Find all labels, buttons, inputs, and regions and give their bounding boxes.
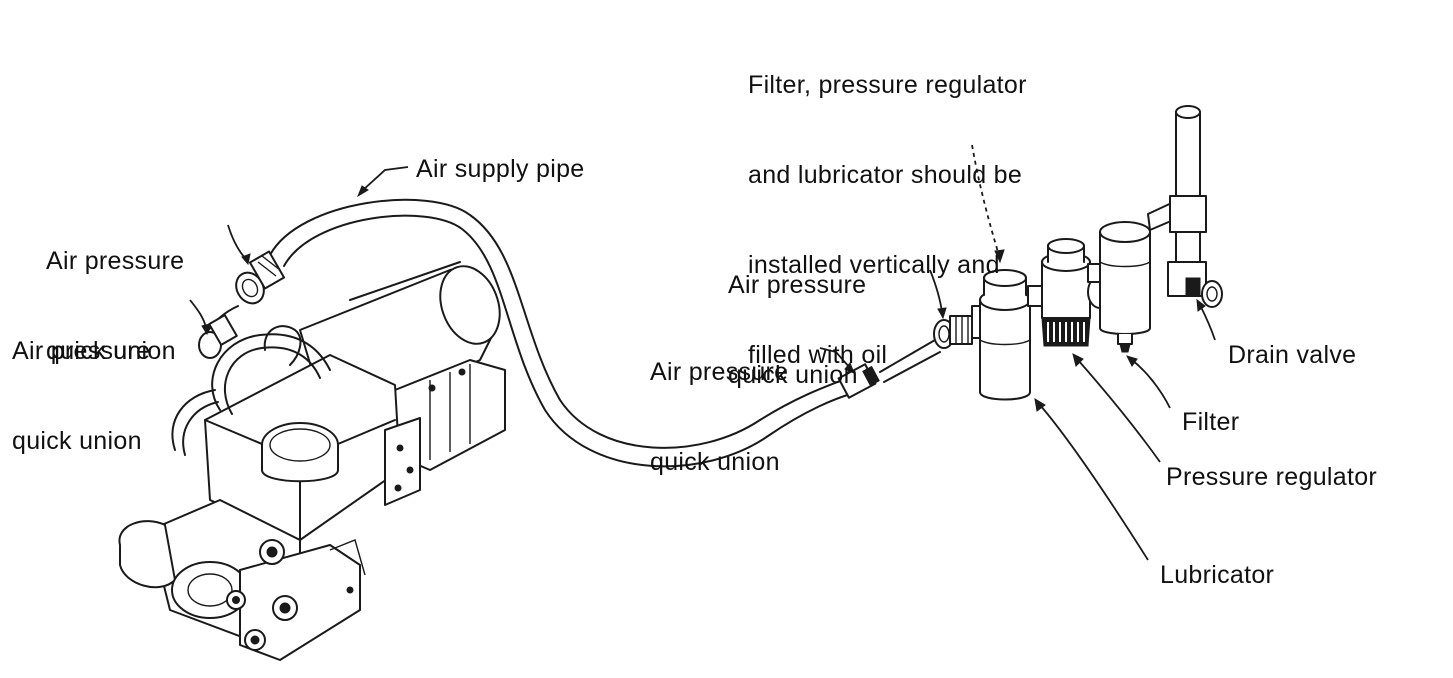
note-line-1: Filter, pressure regulator: [748, 71, 1027, 99]
tool-quick-union-upper: [235, 250, 286, 305]
quick-union-right-lower-line-2: quick union: [650, 448, 780, 476]
lubricator-drawing: [979, 269, 1031, 401]
leader-lines: [189, 144, 1216, 561]
drain-valve-drawing: [1167, 261, 1223, 308]
note-label: Filter, pressure regulator and lubricato…: [748, 10, 1027, 430]
pressure-regulator-drawing: [1041, 238, 1113, 347]
lubricator-label: Lubricator: [1160, 561, 1275, 589]
quick-union-upper-left-label: Air pressure quick union: [46, 186, 184, 426]
quick-union-right-upper-line-1: Air pressure: [728, 271, 867, 299]
note-line-2: and lubricator should be: [748, 161, 1023, 189]
tool-quick-union-lower: [198, 314, 238, 359]
filter-label: Filter: [1182, 408, 1240, 436]
quick-union-lower-left-line-2: quick union: [12, 427, 142, 455]
quick-union-upper-left-line-2: quick union: [46, 337, 176, 365]
quick-union-right-lower-line-1: Air pressure: [650, 358, 789, 386]
quick-union-right-upper-line-2: quick union: [728, 361, 858, 389]
note-line-4: filled with oil: [748, 341, 888, 369]
drain-valve-label: Drain valve: [1228, 341, 1357, 369]
pneumatic-strapping-tool: [118, 261, 506, 661]
air-supply-pipe-label: Air supply pipe: [416, 155, 585, 183]
quick-union-lower-left-label: Air pressure quick union: [12, 276, 150, 516]
pressure-regulator-label: Pressure regulator: [1166, 463, 1378, 491]
quick-union-lower-left-line-1: Air pressure: [12, 337, 151, 365]
quick-union-right-upper-label: Air pressure quick union: [728, 210, 866, 450]
filter-drawing: [1099, 221, 1151, 353]
quick-union-upper-left-line-1: Air pressure: [46, 247, 185, 275]
frl-unit: [979, 105, 1223, 401]
note-line-3: installed vertically and: [748, 251, 1000, 279]
quick-union-right-lower-label: Air pressure quick union: [650, 297, 788, 537]
